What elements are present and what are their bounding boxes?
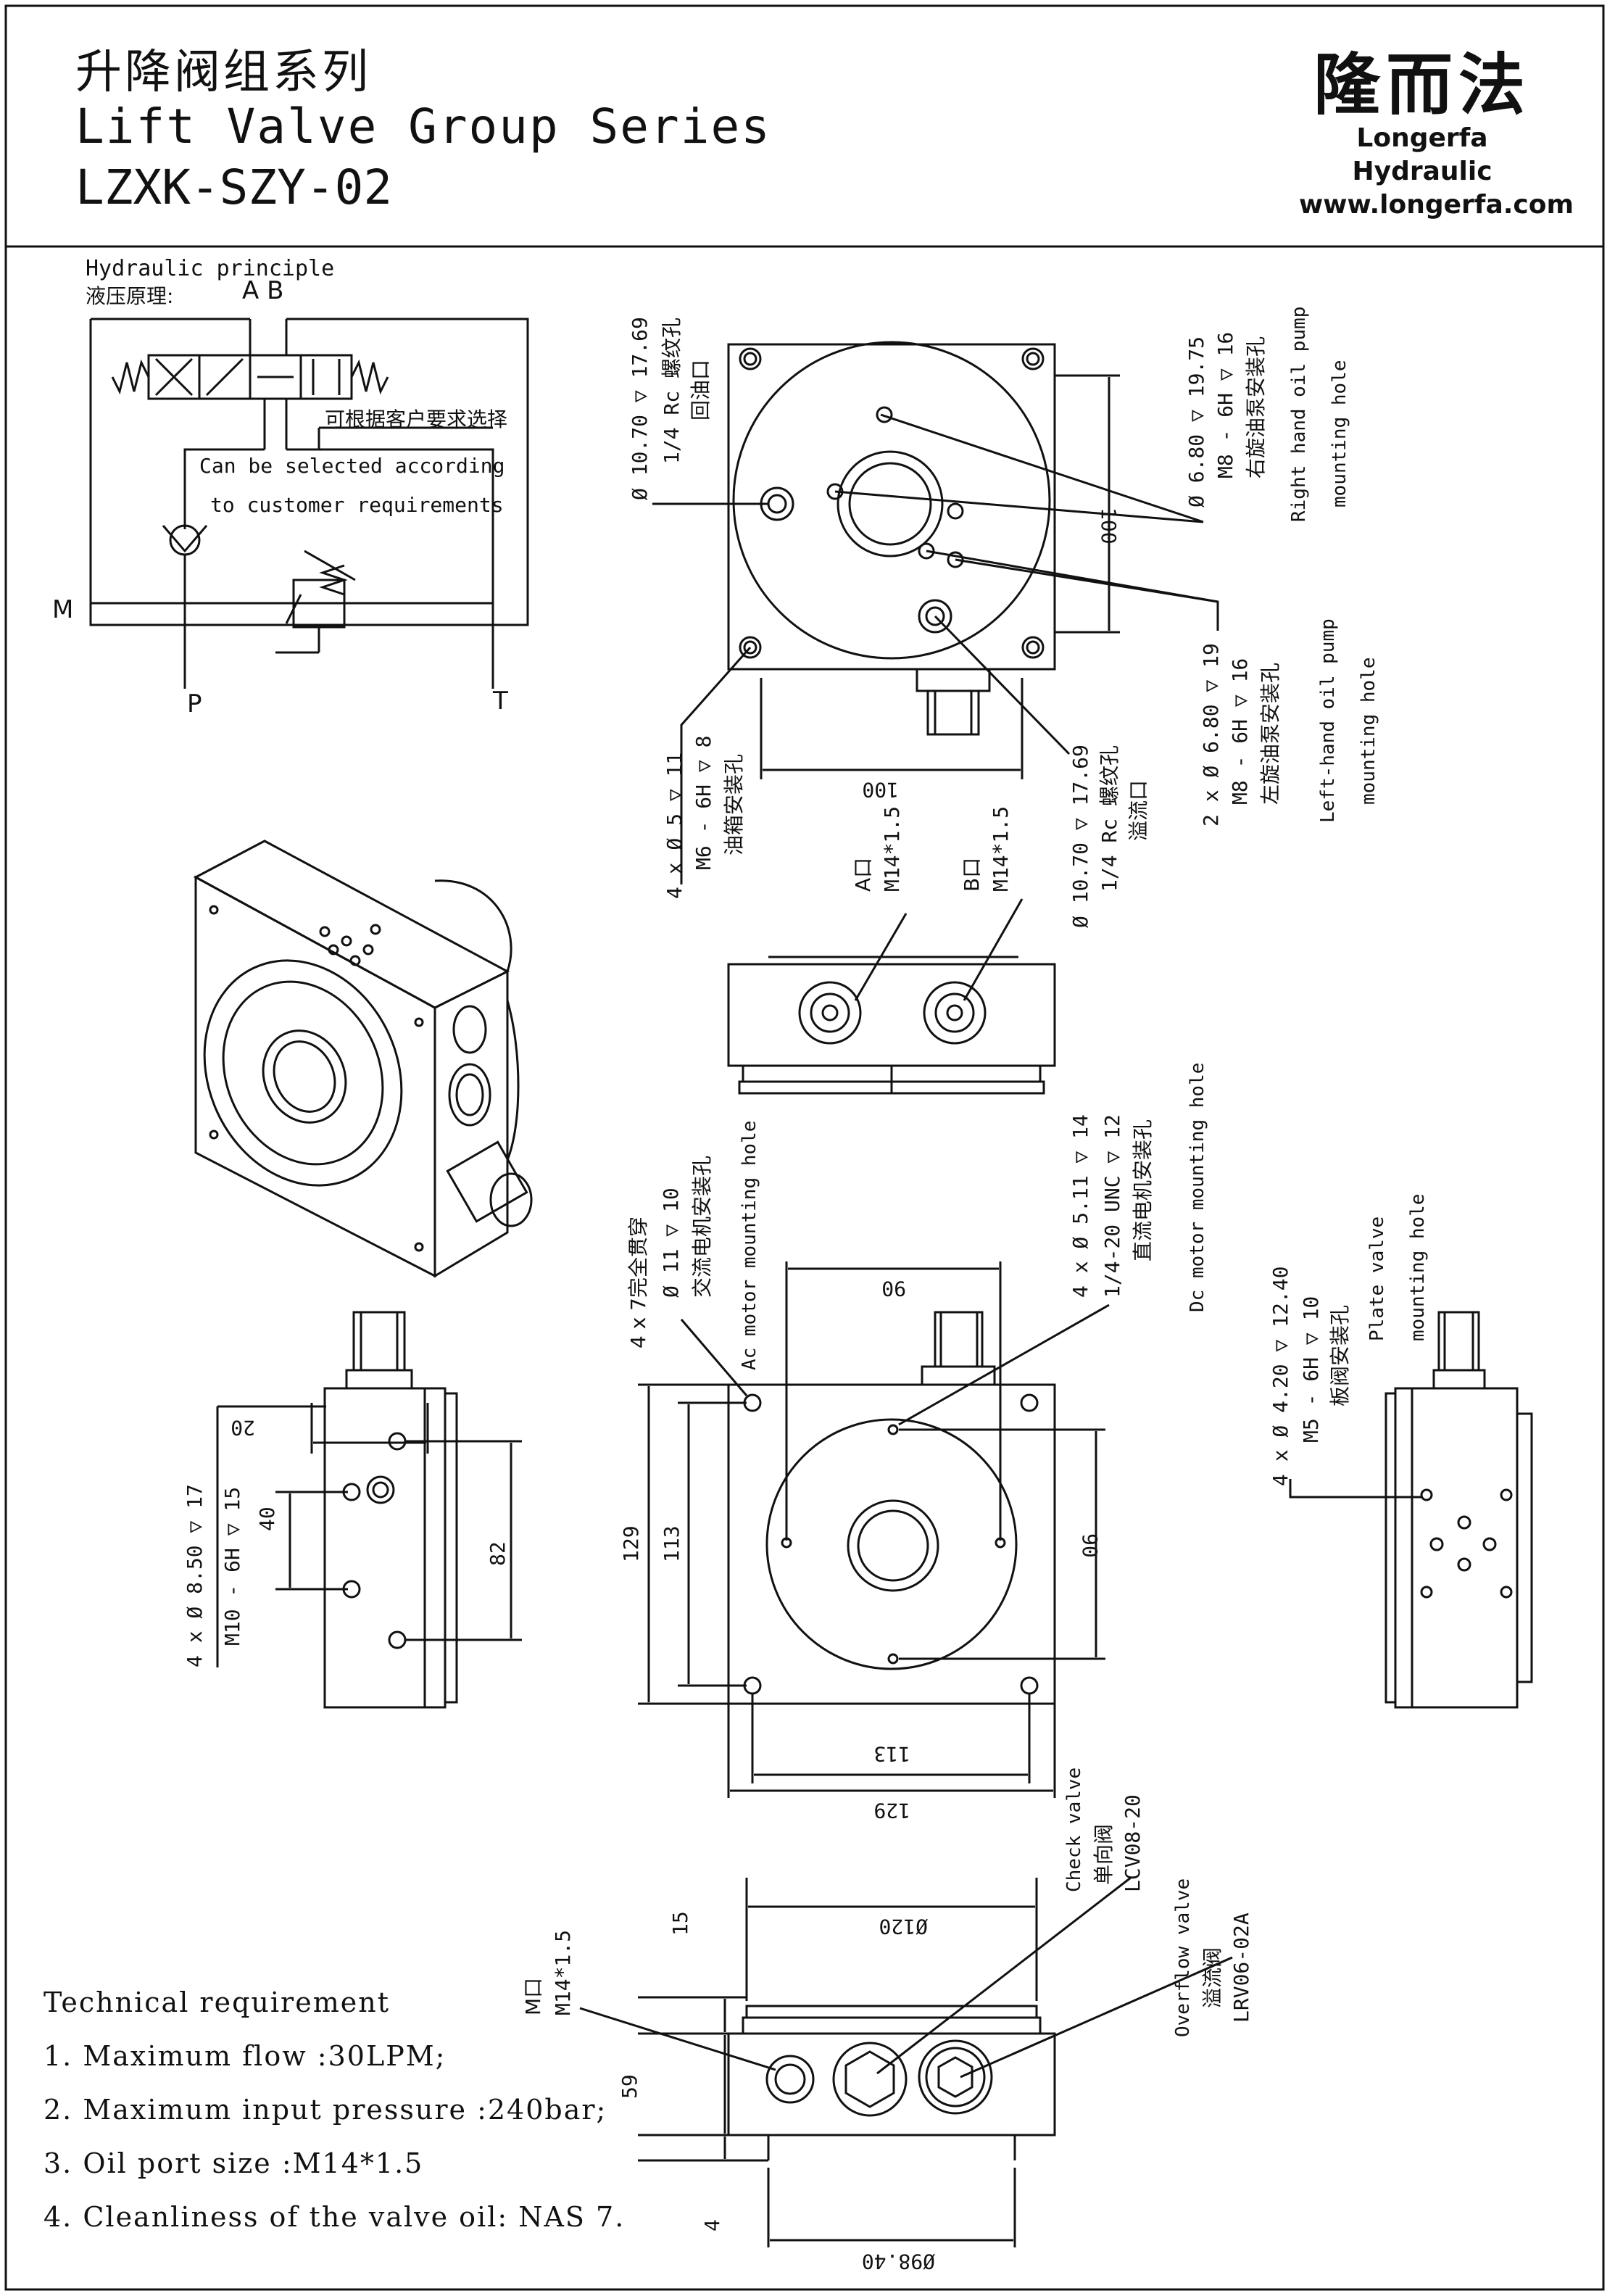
left-pump-spec-2: M8 - 6H ▽ 16: [1228, 658, 1252, 805]
tech-item: 3. Oil port size :M14*1.5: [43, 2147, 424, 2179]
plate-spec-4: Plate valve: [1366, 1217, 1388, 1341]
port-p-label: P: [187, 689, 202, 718]
right-pump-spec-4: Right hand oil pump: [1288, 307, 1310, 522]
left-pump-spec-3: 左旋油泵安装孔: [1258, 663, 1282, 805]
motor-view: [638, 1261, 1110, 1798]
hydraulic-schematic: Hydraulic principle 液压原理: A B: [52, 256, 529, 718]
model-number: LZXK-SZY-02: [75, 159, 393, 215]
plate-spec-1: 4 x Ø 4.20 ▽ 12.40: [1269, 1267, 1292, 1486]
overflow-port-spec-3: 溢流口: [1126, 780, 1150, 841]
check-valve-label-cn: 单向阀: [1092, 1824, 1116, 1885]
isometric-view: [193, 840, 533, 1278]
tech-item: 2. Maximum input pressure :240bar;: [43, 2094, 607, 2126]
dc-spec-3: 直流电机安装孔: [1131, 1119, 1155, 1261]
schematic-title-en: Hydraulic principle: [86, 256, 334, 281]
left-side-view: [216, 1311, 522, 1709]
dim-113-bottom: 113: [873, 1742, 910, 1766]
technical-requirements: Technical requirement 1. Maximum flow :3…: [43, 1986, 667, 2255]
left-pump-spec-1: 2 x Ø 6.80 ▽ 19: [1199, 643, 1223, 826]
m-port-thread: M14*1.5: [551, 1930, 575, 2015]
title-cn: 升降阀组系列: [75, 46, 371, 99]
dim-100-vertical: 100: [1097, 507, 1121, 544]
ac-spec-1: 4 x 7完全贯穿: [626, 1217, 650, 1348]
company-logo: 隆而法 Longerfa Hydraulic www.longerfa.com: [1299, 46, 1574, 222]
dim-129-left: 129: [619, 1525, 643, 1562]
return-port-spec-1: Ø 10.70 ▽ 17.69: [628, 317, 652, 500]
right-pump-spec-2: M8 - 6H ▽ 16: [1213, 332, 1237, 478]
port-a-label: A口: [851, 858, 875, 892]
logo-cn: 隆而法: [1313, 46, 1531, 124]
dim-phi-98: Ø98.40: [862, 2250, 935, 2274]
logo-en: Longerfa Hydraulic: [1352, 123, 1492, 186]
sheet-border: [4, 4, 1605, 2291]
plate-spec-3: 板阀安装孔: [1328, 1305, 1352, 1406]
title-en: Lift Valve Group Series: [75, 99, 771, 154]
port-t-label: T: [492, 687, 508, 716]
return-port-spec-3: 回油口: [689, 360, 713, 420]
header: 升降阀组系列 Lift Valve Group Series LZXK-SZY-…: [6, 6, 1603, 245]
schematic-note-en-1: Can be selected according: [199, 454, 505, 478]
dim-20: 20: [231, 1416, 255, 1440]
logo-url: www.longerfa.com: [1299, 190, 1574, 220]
top-view: [652, 341, 1219, 884]
check-valve-model: LCV08-20: [1121, 1794, 1145, 1892]
dim-113-left: 113: [660, 1525, 684, 1562]
overflow-valve-label-en: Overflow valve: [1172, 1878, 1194, 2037]
tech-item: 4. Cleanliness of the valve oil: NAS 7.: [43, 2201, 626, 2233]
left-pump-spec-4: Left-hand oil pump: [1317, 618, 1339, 823]
tech-item: 1. Maximum flow :30LPM;: [43, 2040, 447, 2072]
ac-spec-3: 交流电机安装孔: [690, 1156, 714, 1298]
check-valve-label-en: Check valve: [1063, 1767, 1085, 1892]
dc-spec-1: 4 x Ø 5.11 ▽ 14: [1068, 1114, 1092, 1298]
port-ab-label: A B: [242, 276, 283, 305]
left-holes-spec-2: M10 - 6H ▽ 15: [220, 1487, 244, 1646]
port-b-thread: M14*1.5: [989, 806, 1013, 892]
tank-hole-spec-1: 4 x Ø 5 ▽ 11: [663, 753, 686, 899]
dim-40: 40: [255, 1507, 279, 1531]
dim-15: 15: [668, 1911, 692, 1936]
right-pump-spec-1: Ø 6.80 ▽ 19.75: [1184, 336, 1208, 507]
tank-hole-spec-3: 油箱安装孔: [722, 754, 746, 855]
dim-100-horizontal: 100: [862, 778, 899, 802]
ac-spec-4: Ac motor mounting hole: [739, 1121, 760, 1370]
left-pump-spec-5: mounting hole: [1358, 658, 1379, 805]
dim-129-bottom: 129: [873, 1799, 910, 1823]
dim-90-right: 90: [1078, 1533, 1102, 1558]
schematic-note-en-2: to customer requirements: [210, 493, 504, 517]
port-a-thread: M14*1.5: [880, 806, 904, 892]
dc-spec-2: 1/4-20 UNC ▽ 12: [1100, 1114, 1124, 1298]
m-port-label: M口: [521, 1978, 545, 2015]
plate-spec-5: mounting hole: [1407, 1194, 1429, 1342]
overflow-port-spec-2: 1/4 Rc 螺纹孔: [1097, 745, 1121, 892]
schematic-title-cn: 液压原理:: [86, 284, 173, 308]
right-pump-spec-3: 右旋油泵安装孔: [1244, 336, 1268, 478]
dc-spec-4: Dc motor mounting hole: [1187, 1063, 1208, 1312]
port-m-label: M: [52, 595, 73, 624]
ac-spec-2: Ø 11 ▽ 10: [659, 1188, 683, 1298]
front-view: [727, 898, 1056, 1095]
dim-90-top: 90: [881, 1277, 906, 1301]
tech-heading: Technical requirement: [43, 1986, 390, 2018]
left-holes-spec-1: 4 x Ø 8.50 ▽ 17: [183, 1484, 207, 1667]
return-port-spec-2: 1/4 Rc 螺纹孔: [660, 318, 684, 464]
overflow-port-spec-1: Ø 10.70 ▽ 17.69: [1068, 745, 1092, 928]
tank-hole-spec-2: M6 - 6H ▽ 8: [692, 736, 715, 870]
bottom-view: [579, 1876, 1233, 2247]
dim-4: 4: [700, 2219, 724, 2231]
schematic-note-cn: 可根据客户要求选择: [325, 407, 507, 431]
overflow-valve-label-cn: 溢流阀: [1200, 1947, 1224, 2008]
dim-82: 82: [486, 1541, 510, 1566]
right-pump-spec-5: mounting hole: [1329, 360, 1350, 508]
right-side-view: [1289, 1311, 1533, 1709]
overflow-valve-model: LRV06-02A: [1229, 1912, 1253, 2023]
dim-59: 59: [618, 2074, 642, 2099]
port-b-label: B口: [960, 858, 984, 892]
dim-phi-120: Ø120: [879, 1915, 928, 1939]
plate-spec-2: M5 - 6H ▽ 10: [1299, 1296, 1323, 1443]
